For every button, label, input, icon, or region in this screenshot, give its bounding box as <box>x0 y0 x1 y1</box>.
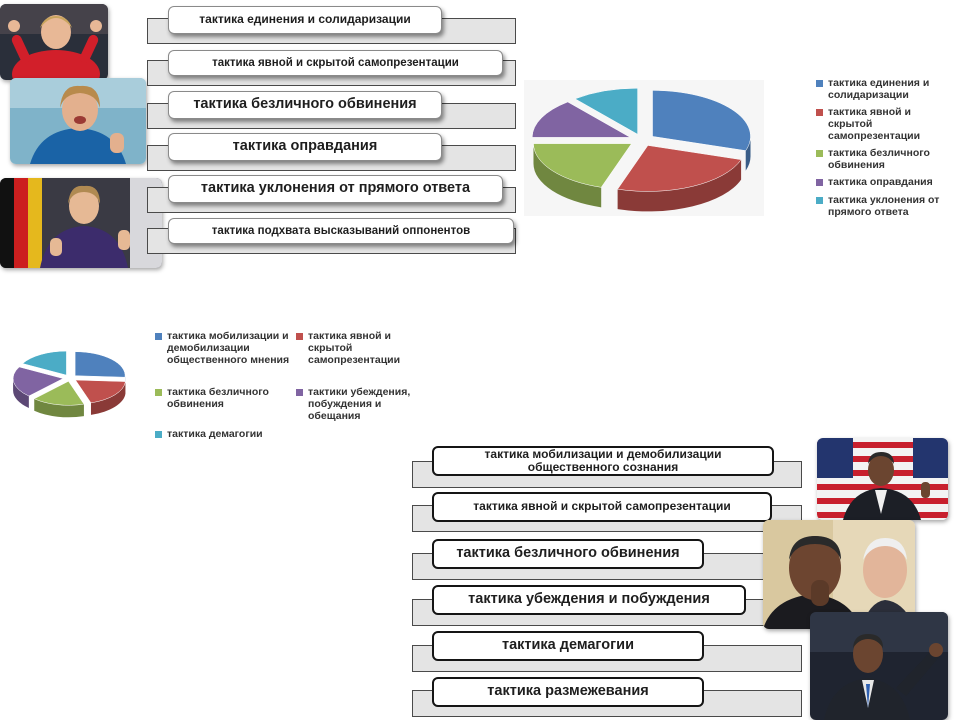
pie2-slice-3 <box>33 380 85 406</box>
pie-chart-1 <box>531 88 751 212</box>
pie2-slice-side-4 <box>13 378 29 409</box>
bottom-tactic-pill-3: тактика безличного обвинения <box>432 539 704 569</box>
legend-2-item-4: тактики убеждения, побуждения и обещания <box>296 386 436 422</box>
legend-2-item-2: тактика явной и скрытой самопрезентации <box>296 330 436 366</box>
legend-1-label-3: тактика безличного обвинения <box>828 147 930 172</box>
pie1-slice-5 <box>574 88 638 135</box>
pie2-slice-4 <box>12 366 64 397</box>
top-tactic-pill-6: тактика подхвата высказываний оппонентов <box>168 218 514 244</box>
bottom-tactic-pill-4: тактика убеждения и побуждения <box>432 585 746 615</box>
obama-photo-1 <box>817 438 948 520</box>
bottom-tactic-pill-2: тактика явной и скрытой самопрезентации <box>432 492 772 522</box>
pie1-slice-side-2 <box>617 159 742 212</box>
pie1-slice-4 <box>531 101 632 138</box>
merkel-photo-1 <box>0 4 108 80</box>
pie1-slice-side-3 <box>533 143 602 208</box>
legend-2-label-1: тактика мобилизации и демобилизации обще… <box>167 330 290 367</box>
legend-1-label-4: тактика оправдания <box>828 176 933 189</box>
legend-2-item-1: тактика мобилизации и демобилизации обще… <box>155 330 295 366</box>
top-tactic-pill-3: тактика безличного обвинения <box>168 91 442 119</box>
top-tactic-pill-1: тактика единения и солидаризации <box>168 6 442 34</box>
legend-2-label-2: тактика явной и скрытой самопрезентации <box>308 330 401 367</box>
top-tactic-pill-4: тактика оправдания <box>168 133 442 161</box>
pie1-slice-3 <box>533 143 632 188</box>
pie-chart-1-legend: тактика единения и солидаризации тактика… <box>816 77 956 223</box>
pie2-slice-side-3 <box>34 398 84 418</box>
pie-chart-2 <box>12 350 126 418</box>
pie1-slice-1 <box>652 90 751 151</box>
merkel-photo-2 <box>10 78 146 164</box>
top-tactic-pill-2: тактика явной и скрытой самопрезентации <box>168 50 503 76</box>
bottom-tactic-pill-5: тактика демагогии <box>432 631 704 661</box>
pie-chart-1-panel <box>524 80 764 216</box>
legend-1-item-3: тактика безличного обвинения <box>816 147 956 171</box>
legend-2-label-5: тактика демагогии <box>167 428 263 440</box>
pie1-slice-2 <box>617 145 742 192</box>
legend-1-label-1: тактика единения и солидаризации <box>828 77 930 102</box>
legend-2-label-4: тактики убеждения, побуждения и обещания <box>308 386 411 423</box>
merkel-photo-3 <box>0 178 162 268</box>
pie-chart-2-legend: тактика мобилизации и демобилизации обще… <box>155 330 445 450</box>
obama-photo-3 <box>810 612 948 720</box>
bottom-tactic-pill-6: тактика размежевания <box>432 677 704 707</box>
legend-1-item-5: тактика уклонения от прямого ответа <box>816 194 956 218</box>
pie2-slice-5 <box>22 350 67 376</box>
bottom-tactic-pill-1: тактика мобилизации и демобилизации обще… <box>432 446 774 476</box>
obama-photo-2 <box>763 520 915 629</box>
top-tactic-pill-5: тактика уклонения от прямого ответа <box>168 175 503 203</box>
legend-1-item-4: тактика оправдания <box>816 176 956 188</box>
pie1-slice-side-1 <box>745 136 751 171</box>
pie2-slice-2 <box>75 379 126 404</box>
legend-2-item-3: тактика безличного обвинения <box>155 386 295 410</box>
legend-1-label-2: тактика явной и скрытой самопрезентации <box>828 106 921 143</box>
legend-2-item-5: тактика демагогии <box>155 428 295 440</box>
legend-2-label-3: тактика безличного обвинения <box>167 386 269 411</box>
legend-1-item-2: тактика явной и скрытой самопрезентации <box>816 106 956 142</box>
legend-1-label-5: тактика уклонения от прямого ответа <box>828 193 940 218</box>
pie2-slice-1 <box>74 351 126 378</box>
legend-1-item-1: тактика единения и солидаризации <box>816 77 956 101</box>
